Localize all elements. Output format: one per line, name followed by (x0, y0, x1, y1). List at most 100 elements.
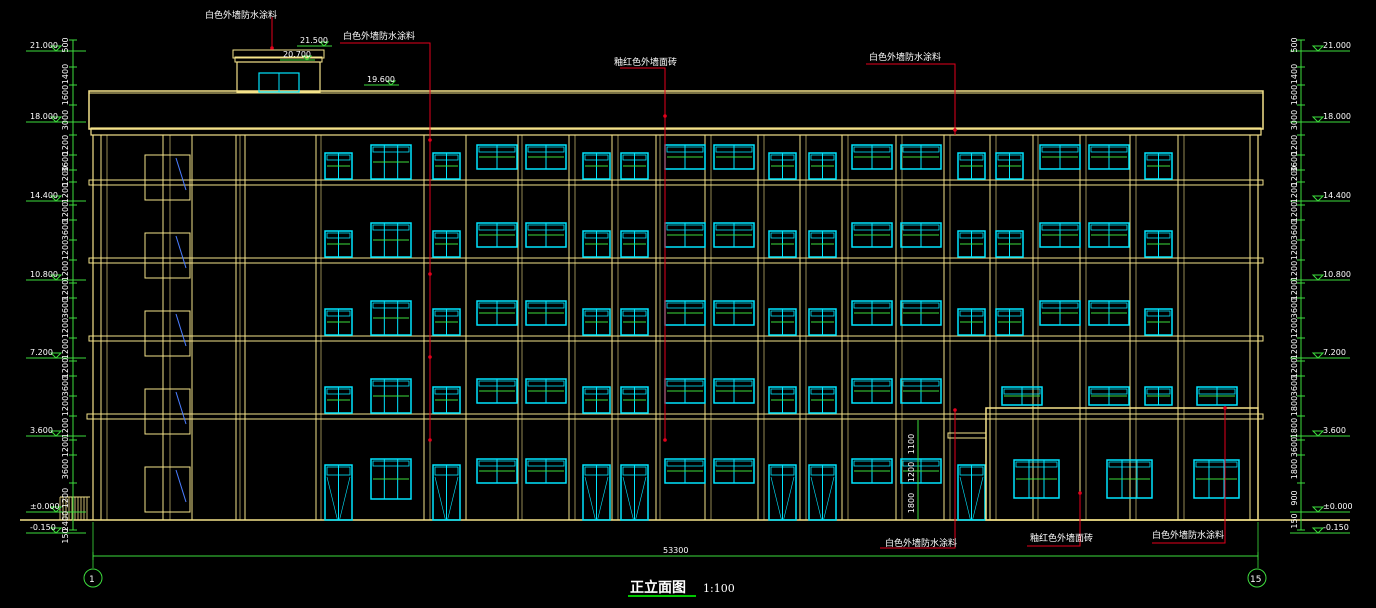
dim-value-right: 1200 (1290, 358, 1299, 378)
door-f1-1 (324, 464, 353, 521)
window-transom (1015, 461, 1058, 468)
level-value: 21.000 (1323, 41, 1351, 50)
window-f3-9 (713, 300, 755, 326)
level-triangle (49, 527, 63, 534)
label-white-paint-right: 白色外墙防水涂料 (869, 51, 941, 63)
drawing-title: 正立面图 (630, 579, 686, 596)
window-f2-2 (370, 378, 412, 414)
dim-value-right: 1200 (1290, 183, 1299, 203)
window-f5-13 (900, 144, 942, 170)
window-f4-13 (900, 222, 942, 248)
level-mark-left (26, 527, 86, 534)
window-f5-2 (370, 144, 412, 180)
dim-value-right: 1600 (1290, 85, 1299, 105)
window-f1-13 (900, 458, 942, 484)
window-f4-16 (1039, 222, 1081, 248)
floor-band-2 (88, 257, 1264, 264)
window-f5-7 (620, 152, 649, 180)
window-f3-15 (995, 308, 1024, 336)
window-transom (372, 146, 410, 153)
label-white-paint-bottom-right: 白色外墙防水涂料 (1152, 529, 1224, 541)
door-transom (434, 466, 459, 476)
window-f4-1 (324, 230, 353, 258)
dim-value-right: 3600 (1290, 298, 1299, 318)
dim-value-left: 1200 (61, 261, 70, 281)
annex-window-1 (1013, 459, 1060, 499)
top-level-value: 19.600 (367, 75, 395, 84)
dim-value-left: 1200 (61, 183, 70, 203)
window-f3-4 (476, 300, 518, 326)
leader-dot (663, 438, 667, 442)
leader-line (340, 42, 431, 440)
window-f4-15 (995, 230, 1024, 258)
dim-value-left: 1200 (61, 202, 70, 222)
stair-rail (175, 313, 187, 347)
dim-value-right: 3600 (1290, 376, 1299, 396)
window-f4-3 (432, 230, 461, 258)
leader-line (1027, 493, 1081, 547)
leader-line (620, 67, 666, 440)
window-f5-12 (851, 144, 893, 170)
dim-value-mid: 1100 (907, 434, 916, 454)
dim-value-left: 1200 (61, 488, 70, 508)
door-f1-10 (768, 464, 797, 521)
level-triangle (318, 41, 330, 47)
level-value: 21.000 (30, 41, 58, 50)
window-transom (1195, 461, 1238, 468)
window-frame (370, 458, 412, 500)
dim-value-left: 1200 (61, 418, 70, 438)
leader-dot (953, 128, 957, 132)
window-frame (370, 378, 412, 414)
level-triangle (1311, 45, 1325, 52)
leader-line (866, 63, 956, 135)
level-value: 3.600 (1323, 426, 1346, 435)
level-triangle (49, 274, 63, 281)
floor-band-1 (88, 179, 1264, 186)
level-triangle (49, 116, 63, 123)
door-swing (959, 476, 984, 521)
dim-value-left: 3600 (61, 152, 70, 172)
annex-window-3 (1193, 459, 1240, 499)
axis-bubble-left (83, 568, 103, 588)
window-transom (372, 302, 410, 309)
stair-window-5 (144, 466, 191, 513)
window-f2-right-3 (1144, 386, 1173, 406)
level-triangle (1311, 506, 1325, 513)
window-f1-4 (476, 458, 518, 484)
level-mark-right (1290, 116, 1350, 123)
dim-value-right: 1200 (1290, 135, 1299, 155)
window-f5-5 (525, 144, 567, 170)
axis-bubble-right (1247, 568, 1267, 588)
door-transom (810, 466, 835, 476)
window-transom (1108, 461, 1151, 468)
door-swing (584, 476, 609, 521)
window-f4-12 (851, 222, 893, 248)
roof-band (90, 127, 1262, 136)
window-f4-8 (664, 222, 706, 248)
window-f3-18 (1144, 308, 1173, 336)
door-f1-11 (808, 464, 837, 521)
window-f3-10 (768, 308, 797, 336)
window-f3-6 (582, 308, 611, 336)
window-f5-11 (808, 152, 837, 180)
dim-value-right: 3600 (1290, 437, 1299, 457)
dim-value-right: 1200 (1290, 202, 1299, 222)
leader-dot (428, 438, 432, 442)
stair-rail (175, 235, 187, 269)
window-f4-14 (957, 230, 986, 258)
door-f1-3 (432, 464, 461, 521)
door-swing (770, 476, 795, 521)
door-f1-14 (957, 464, 986, 521)
window-f2-7 (620, 386, 649, 414)
door-transom (584, 466, 609, 476)
window-f2-right-4 (1196, 386, 1238, 406)
window-f2-1 (324, 386, 353, 414)
top-level-value: 21.500 (300, 36, 328, 45)
level-mark-left (26, 430, 86, 437)
door-f1-7 (620, 464, 649, 521)
dim-value-right: 900 (1290, 490, 1299, 505)
label-white-paint-top2: 白色外墙防水涂料 (343, 30, 415, 42)
window-f4-9 (713, 222, 755, 248)
leader-dot (953, 408, 957, 412)
